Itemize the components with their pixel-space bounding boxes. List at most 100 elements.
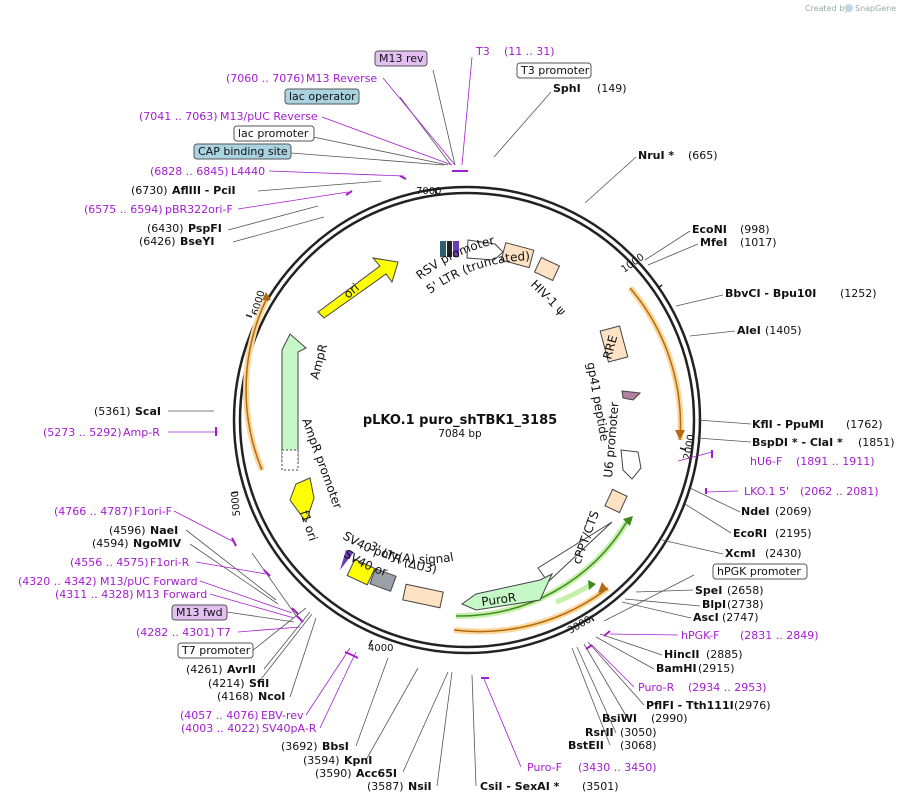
primer-label-f1ori-f: F1ori-F — [134, 505, 172, 518]
orange-arc-outline — [453, 587, 609, 633]
u6-promoter-arrow — [620, 449, 642, 480]
site-pos: (2915) — [698, 662, 735, 675]
primer-leader-lines — [168, 56, 739, 768]
feature-label-u6-promoter: U6 promoter — [601, 401, 622, 478]
site-pos: (3050) — [620, 726, 657, 739]
primer-label-hu6: hU6-F — [750, 455, 782, 468]
box-label-t7-promoter: T7 promoter — [181, 644, 251, 657]
site-pos: (2990) — [651, 712, 688, 725]
rsv-promoter-arrow — [466, 239, 504, 261]
site-pos: (2976) — [734, 699, 771, 712]
m13-primer-block — [453, 241, 459, 257]
tick-label: 7000 — [416, 186, 441, 197]
primer-label-f1ori-r: F1ori-R — [150, 556, 190, 569]
site-pos: (3587) — [367, 780, 404, 793]
site-pos: (2658) — [727, 584, 764, 597]
site-pos: (4214) — [208, 677, 245, 690]
primer-pos: (4282 .. 4301) — [136, 626, 215, 639]
feature-blocks — [281, 239, 642, 611]
box-m13-fwd — [171, 604, 228, 621]
site-label-acc65i: Acc65I — [356, 767, 397, 780]
site-pos: (4596) — [109, 524, 146, 537]
box-t7-promoter — [177, 642, 254, 659]
box-cap-binding-site — [193, 143, 292, 160]
site-pos: (1252) — [840, 287, 877, 300]
primer-pos: (7060 .. 7076) — [226, 72, 305, 85]
primer-pos: (2831 .. 2849) — [740, 629, 819, 642]
feature-label-rre: RRE — [600, 334, 620, 361]
primer-pos: (4057 .. 4076) — [180, 709, 259, 722]
site-pos: (665) — [688, 149, 718, 162]
box-lac-operator — [284, 88, 360, 105]
tick-label: 4000 — [368, 643, 393, 654]
orange-arrow-head — [675, 430, 685, 440]
site-pos: (2069) — [775, 505, 812, 518]
site-label-bspdi: BspDI * - ClaI * — [752, 436, 843, 449]
tick-marks — [231, 187, 687, 647]
site-label-pflfi: PflFI - Tth111I — [646, 699, 734, 712]
box-label-hpgk-promoter: hPGK promoter — [717, 565, 801, 578]
site-label-bbsi: BbsI — [322, 740, 349, 753]
lac-promoter-block — [447, 241, 452, 257]
primer-pos: (5273 .. 5292) — [43, 426, 122, 439]
primer-pos: (4311 .. 4328) — [55, 588, 134, 601]
left-leader-lines — [168, 69, 477, 787]
primer-label-m13-forward: M13 Forward — [136, 588, 207, 601]
feature-label-f1-ori: f1 ori — [297, 509, 320, 543]
site-label-bseyi: BseYI — [180, 235, 214, 248]
sv40-promoter-block — [340, 550, 354, 570]
gp41-block — [621, 390, 642, 401]
primer-pos: (6828 .. 6845) — [150, 165, 229, 178]
green-arrow-head — [588, 580, 596, 590]
site-label-scai: ScaI — [135, 405, 161, 418]
right-primer-labels: T3 (11 .. 31) hU6-F (1891 .. 1911) LKO.1… — [475, 45, 879, 774]
primer-pos: (4320 .. 4342) — [18, 575, 97, 588]
site-label-csii: CsiI - SexAI * — [480, 780, 560, 793]
ampr-arrow — [281, 333, 307, 463]
site-pos: (2747) — [722, 611, 759, 624]
primer-pos: (3430 .. 3450) — [578, 761, 657, 774]
box-label-t3-promoter: T3 promoter — [520, 64, 590, 77]
site-label-xcmi: XcmI — [725, 547, 756, 560]
primer-label-hpgkf: hPGK-F — [681, 629, 719, 642]
primer-label-ebv-rev: EBV-rev — [261, 709, 304, 722]
primer-marks — [215, 170, 713, 679]
site-pos: (1405) — [765, 324, 802, 337]
tick-label: 2000 — [682, 434, 697, 461]
right-site-labels: SphI (149) NruI * (665) EcoNI (998) MfeI… — [553, 82, 895, 752]
site-label-ndei: NdeI — [741, 505, 770, 518]
site-label-bsiwi: BsiWI — [602, 712, 637, 725]
site-pos: (2885) — [706, 648, 743, 661]
primer-pos: (6575 .. 6594) — [84, 203, 163, 216]
hiv-psi-block — [533, 256, 561, 282]
tick-label: 5000 — [230, 490, 243, 516]
site-pos: (149) — [597, 82, 627, 95]
site-pos: (2738) — [727, 598, 764, 611]
primer-pos: (2934 .. 2953) — [688, 681, 767, 694]
box-hpgk-promoter — [712, 563, 808, 580]
primer-label-t3: T3 — [475, 45, 490, 58]
feature-label-ampr: AmpR — [307, 343, 330, 381]
ltr5-block — [500, 242, 535, 269]
site-label-hincii: HincII — [664, 648, 700, 661]
rre-block — [599, 325, 629, 363]
green-arrow-head — [623, 516, 633, 526]
site-label-econi: EcoNI — [692, 223, 727, 236]
primer-label-puror: Puro-R — [638, 681, 675, 694]
primer-pos: (2062 .. 2081) — [800, 485, 879, 498]
site-label-kpni: KpnI — [344, 754, 372, 767]
site-label-afliii: AflIII - PciI — [172, 184, 236, 197]
site-label-asci: AscI — [693, 611, 719, 624]
ampr-promoter-block — [281, 449, 299, 471]
site-label-nsii: NsiI — [408, 780, 432, 793]
box-label-m13-fwd: M13 fwd — [176, 606, 223, 619]
site-label-nrui: NruI * — [638, 149, 674, 162]
site-pos: (1851) — [858, 436, 895, 449]
site-pos: (4261) — [186, 663, 223, 676]
plasmid-name: pLKO.1 puro_shTBK1_3185 — [363, 413, 557, 428]
site-pos: (1017) — [740, 236, 777, 249]
primer-pos: (4556 .. 4575) — [70, 556, 149, 569]
primer-label-amp-r: Amp-R — [123, 426, 160, 439]
site-label-avrii: AvrII — [227, 663, 256, 676]
site-pos: (3501) — [582, 780, 619, 793]
